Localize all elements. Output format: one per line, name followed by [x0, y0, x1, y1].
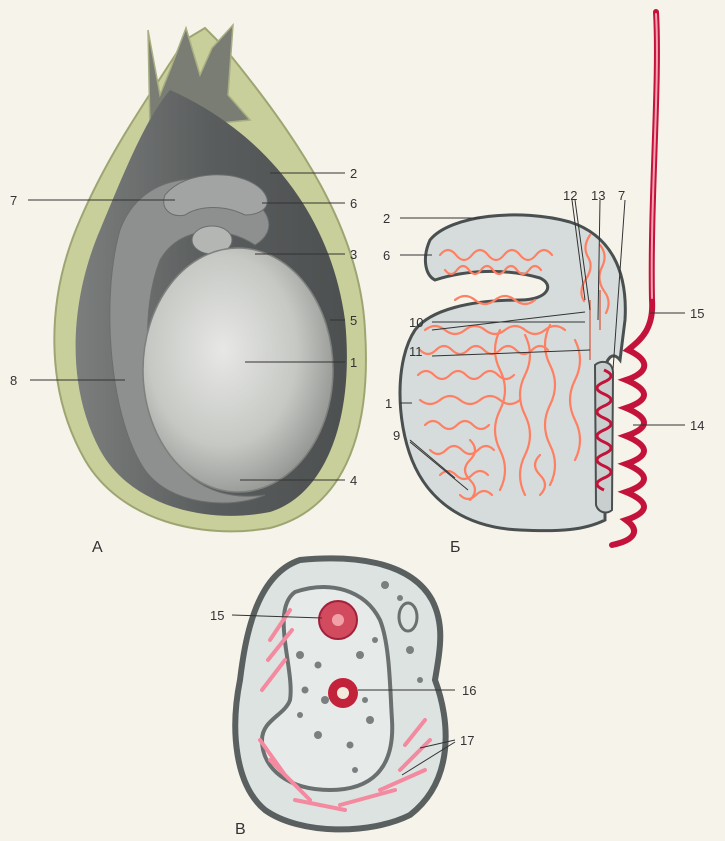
label-c-16: 16: [462, 683, 476, 698]
label-a-7: 7: [10, 193, 17, 208]
label-b-14: 14: [690, 418, 704, 433]
label-b-9: 9: [393, 428, 400, 443]
label-c-17: 17: [460, 733, 474, 748]
figure-b-testis-section: [400, 215, 625, 531]
panel-label-b: Б: [450, 539, 461, 556]
label-b-2: 2: [383, 211, 390, 226]
label-b-15: 15: [690, 306, 704, 321]
label-b-11: 11: [409, 344, 423, 359]
label-a-8: 8: [10, 373, 17, 388]
label-a-3: 3: [350, 247, 357, 262]
label-a-6: 6: [350, 196, 357, 211]
figure-a-testis-membranes: [54, 25, 366, 531]
testicular-artery-section: [328, 678, 358, 708]
label-b-6: 6: [383, 248, 390, 263]
label-b-1: 1: [385, 396, 392, 411]
figure-c-spermatic-cord-section: [235, 558, 445, 829]
label-b-13: 13: [591, 188, 605, 203]
label-b-7: 7: [618, 188, 625, 203]
panel-label-a: А: [92, 539, 103, 556]
label-a-5: 5: [350, 313, 357, 328]
label-c-15: 15: [210, 608, 224, 623]
label-a-4: 4: [350, 473, 357, 488]
testis-shape: [143, 248, 333, 492]
label-b-10: 10: [409, 315, 423, 330]
ductus-deferens-section: [319, 601, 357, 639]
label-a-2: 2: [350, 166, 357, 181]
label-b-12: 12: [563, 188, 577, 203]
panel-label-c: В: [235, 821, 246, 838]
label-a-1: 1: [350, 355, 357, 370]
testis-section-shape: [400, 215, 625, 531]
